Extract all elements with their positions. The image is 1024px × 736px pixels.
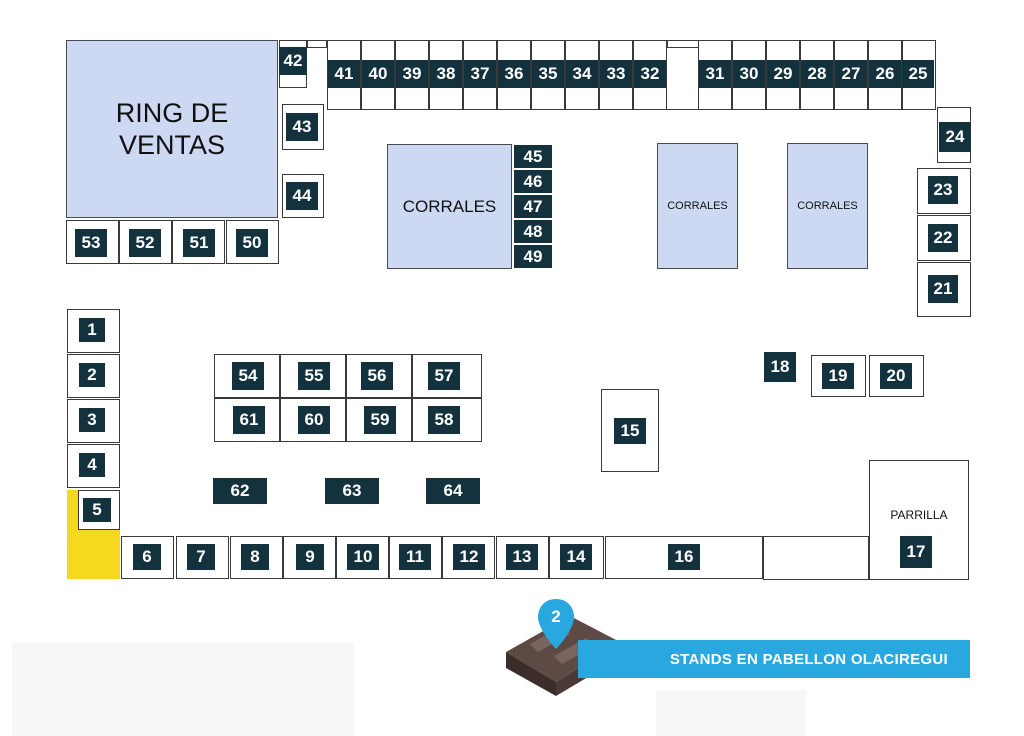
stand-64[interactable]: 64 [426, 478, 480, 504]
stand-42[interactable]: 42 [279, 47, 307, 75]
corrales-3[interactable]: CORRALES [787, 143, 868, 269]
stand-35[interactable]: 35 [532, 60, 564, 88]
stand-2[interactable]: 2 [79, 363, 105, 387]
stand-38[interactable]: 38 [430, 60, 462, 88]
stand-33[interactable]: 33 [600, 60, 632, 88]
stand-28[interactable]: 28 [801, 60, 833, 88]
stand-7[interactable]: 7 [187, 544, 215, 570]
stand-6[interactable]: 6 [133, 544, 161, 570]
stand-49[interactable]: 49 [514, 245, 552, 268]
stand-21[interactable]: 21 [928, 275, 958, 303]
background-panel [12, 642, 354, 736]
stand-19[interactable]: 19 [822, 363, 854, 389]
stand-26[interactable]: 26 [869, 60, 901, 88]
stand-25[interactable]: 25 [902, 60, 934, 88]
stand-58[interactable]: 58 [428, 406, 460, 434]
stand-11[interactable]: 11 [399, 544, 431, 570]
stand-10[interactable]: 10 [347, 544, 379, 570]
stand-16[interactable]: 16 [668, 544, 700, 570]
stand-4[interactable]: 4 [79, 453, 105, 477]
stand-56[interactable]: 56 [361, 362, 393, 390]
stand-39[interactable]: 39 [396, 60, 428, 88]
stand-29[interactable]: 29 [767, 60, 799, 88]
background-panel [656, 690, 806, 736]
stand-22-outline [917, 215, 971, 261]
stand-40[interactable]: 40 [362, 60, 394, 88]
stand-34[interactable]: 34 [566, 60, 598, 88]
stand-8-outline [230, 536, 283, 579]
stand-59[interactable]: 59 [364, 406, 396, 434]
stand-8[interactable]: 8 [241, 544, 269, 570]
stand-50[interactable]: 50 [236, 229, 268, 257]
stand-18[interactable]: 18 [764, 352, 796, 382]
stand-23[interactable]: 23 [928, 176, 958, 204]
stand-53[interactable]: 53 [75, 229, 107, 257]
stand-62[interactable]: 62 [213, 478, 267, 504]
stand-61[interactable]: 61 [233, 406, 265, 434]
stand-15[interactable]: 15 [614, 418, 646, 444]
stand-46[interactable]: 46 [514, 170, 552, 193]
map-pin-icon[interactable] [536, 597, 576, 653]
corrales-2[interactable]: CORRALES [657, 143, 738, 269]
stand-32[interactable]: 32 [634, 60, 666, 88]
stand-24[interactable]: 24 [939, 122, 971, 152]
ring-de-ventas[interactable]: RING DE VENTAS [66, 40, 278, 218]
pavilion-banner[interactable]: STANDS EN PABELLON OLACIREGUI [578, 640, 970, 678]
stand-37[interactable]: 37 [464, 60, 496, 88]
wall-outline [763, 536, 869, 580]
stand-41[interactable]: 41 [328, 60, 360, 88]
stand-45[interactable]: 45 [514, 145, 552, 168]
stand-60[interactable]: 60 [298, 406, 330, 434]
stand-31[interactable]: 31 [699, 60, 731, 88]
stand-47[interactable]: 47 [514, 195, 552, 218]
stand-5[interactable]: 5 [83, 498, 111, 522]
stand-12[interactable]: 12 [453, 544, 485, 570]
stand-9[interactable]: 9 [296, 544, 324, 570]
stand-54[interactable]: 54 [232, 362, 264, 390]
stand-55[interactable]: 55 [298, 362, 330, 390]
stand-44[interactable]: 44 [286, 182, 318, 210]
stand-30[interactable]: 30 [733, 60, 765, 88]
stand-48[interactable]: 48 [514, 220, 552, 243]
stand-3[interactable]: 3 [79, 408, 105, 432]
stand-52[interactable]: 52 [129, 229, 161, 257]
stand-22[interactable]: 22 [928, 224, 958, 252]
stand-63[interactable]: 63 [325, 478, 379, 504]
stand-57[interactable]: 57 [428, 362, 460, 390]
stand-36[interactable]: 36 [498, 60, 530, 88]
stand-17[interactable]: 17 [900, 536, 932, 568]
stand-51[interactable]: 51 [183, 229, 215, 257]
stand-27[interactable]: 27 [835, 60, 867, 88]
corrales-main[interactable]: CORRALES [387, 144, 512, 269]
parrilla-label: PARRILLA [890, 508, 948, 522]
stand-20[interactable]: 20 [880, 363, 912, 389]
stand-6-outline [121, 536, 174, 579]
wall-outline [667, 40, 699, 48]
marker-number: 2 [551, 607, 561, 626]
stand-43[interactable]: 43 [286, 113, 318, 141]
wall-outline [307, 40, 327, 48]
stand-14[interactable]: 14 [560, 544, 592, 570]
stand-13[interactable]: 13 [506, 544, 538, 570]
stand-1[interactable]: 1 [79, 318, 105, 342]
